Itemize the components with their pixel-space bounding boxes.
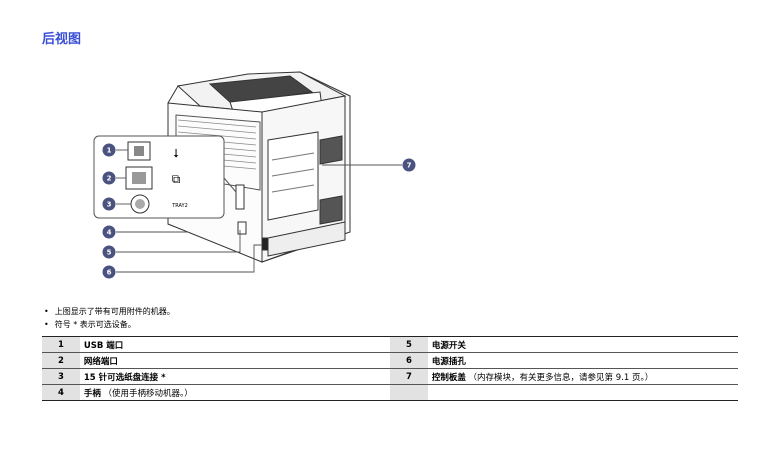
svg-text:6: 6 [107,269,112,277]
network-symbol-icon: ⧉ [172,172,181,186]
item-name: 网络端口 [83,356,118,367]
ports-detail-box [93,135,225,219]
item-number: 5 [389,336,428,353]
item-name: 手柄 （使用手柄移动机器。） [83,388,193,399]
item-name: USB 端口 [83,340,124,351]
note-item: 上图显示了带有可用附件的机器。 [44,305,175,318]
callout-3 [102,197,116,211]
table-row: 4 手柄 （使用手柄移动机器。） [42,384,738,401]
item-name: 电源开关 [431,340,466,351]
item-name: 控制板盖 （内存模块，有关更多信息，请参见第 9.1 页。） [431,372,654,383]
item-name [428,385,738,401]
usb-symbol-icon: ⭣ [173,146,179,160]
callout-1 [102,143,116,157]
item-number: 3 [42,368,80,385]
callout-7 [402,158,416,172]
svg-text:5: 5 [107,249,112,257]
item-number: 7 [389,368,428,385]
callout-markers: 1 2 3 4 5 6 7 [102,143,416,279]
callout-2 [102,171,116,185]
table-row: 3 15 针可选纸盘连接 * 7 控制板盖 （内存模块，有关更多信息，请参见第 … [42,368,738,385]
callout-6 [102,265,116,279]
page-title: 后视图 [42,32,82,47]
item-number: 2 [42,352,80,369]
item-number: 4 [42,384,80,401]
svg-text:1: 1 [107,147,112,155]
item-number: 6 [389,352,428,369]
callout-4 [102,225,116,239]
item-name: 电源插孔 [431,356,466,367]
svg-text:4: 4 [107,229,112,237]
item-number [389,384,428,401]
note-item: 符号 * 表示可选设备。 [44,318,175,331]
tray-label: TRAY2 [171,203,188,209]
svg-text:3: 3 [107,201,112,209]
item-name: 15 针可选纸盘连接 * [83,372,166,383]
table-row: 1 USB 端口 5 电源开关 [42,336,738,353]
notes-list: 上图显示了带有可用附件的机器。 符号 * 表示可选设备。 [44,305,175,331]
printer-rear-view-figure: ⭣ ⧉ TRAY2 1 2 3 4 5 6 7 [93,71,416,279]
printer-illustration [167,71,351,263]
table-row: 2 网络端口 6 电源插孔 [42,352,738,369]
svg-text:7: 7 [407,162,412,170]
item-description: （使用手柄移动机器。） [103,388,193,399]
callout-5 [102,245,116,259]
item-number: 1 [42,336,80,353]
svg-text:2: 2 [107,175,112,183]
item-description: （内存模块，有关更多信息，请参见第 9.1 页。） [468,372,654,383]
legend-table: 1 USB 端口 5 电源开关 2 网络端口 6 电源插孔 3 15 针可选纸盘… [42,336,738,401]
